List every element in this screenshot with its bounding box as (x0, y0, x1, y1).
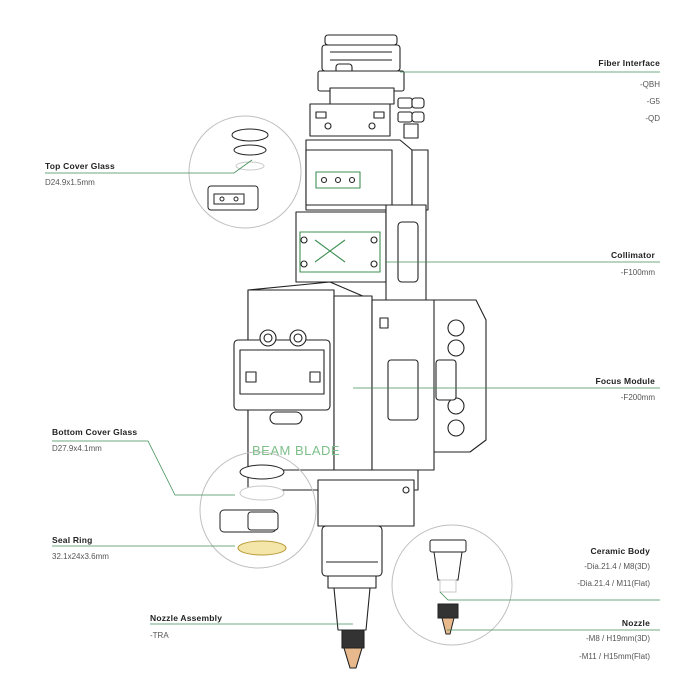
top-cover-glass-spec: D24.9x1.5mm (45, 178, 95, 187)
ceramic-body-line-1: -Dia.21.4 / M8(3D) (584, 562, 650, 571)
fiber-interface-line-1: -QBH (640, 80, 660, 89)
brand-logo-text: BEAM BLADE (252, 443, 341, 458)
bottom-cover-glass-spec: D27.9x4.1mm (52, 444, 102, 453)
collimator-spec: -F100mm (620, 268, 655, 277)
bottom-cover-glass-title: Bottom Cover Glass (52, 427, 138, 437)
bottom-cover-glass-parts (219, 464, 287, 556)
top-cover-glass-detail (188, 115, 302, 229)
focus-module-spec: -F200mm (620, 393, 655, 402)
nozzle-title: Nozzle (621, 618, 650, 628)
collimator-title: Collimator (610, 250, 655, 260)
fiber-interface-title: Fiber Interface (598, 58, 660, 68)
ceramic-nozzle-parts (429, 539, 467, 635)
ceramic-body-line-2: -Dia.21.4 / M11(Flat) (577, 579, 650, 588)
air-fittings (397, 97, 425, 139)
bottom-cover-glass-detail (199, 451, 317, 569)
nozzle-assembly-title: Nozzle Assembly (150, 613, 223, 623)
mount-plate (429, 299, 487, 453)
leader-lines (45, 71, 660, 631)
nozzle-tip (333, 587, 371, 669)
fiber-interface-line-2: -G5 (646, 97, 660, 106)
top-cover-glass-parts (207, 128, 269, 211)
seal-ring-spec: 32.1x24x3.6mm (52, 552, 109, 561)
fiber-connector (309, 34, 405, 137)
nozzle-assembly-spec: -TRA (150, 631, 169, 640)
nozzle-line-2: -M11 / H15mm(Flat) (579, 652, 650, 661)
seal-ring-title: Seal Ring (52, 535, 93, 545)
focus-module-title: Focus Module (595, 376, 655, 386)
lower-housing (247, 469, 419, 589)
upper-body (305, 139, 429, 211)
top-cover-glass-title: Top Cover Glass (45, 161, 115, 171)
nozzle-detail (391, 524, 513, 646)
detail-circles (188, 115, 513, 646)
focus-module (233, 281, 435, 471)
collimator-block (295, 204, 427, 306)
fiber-interface-line-3: -QD (645, 114, 660, 123)
nozzle-line-1: -M8 / H19mm(3D) (585, 634, 650, 643)
ceramic-body-title: Ceramic Body (590, 546, 650, 556)
